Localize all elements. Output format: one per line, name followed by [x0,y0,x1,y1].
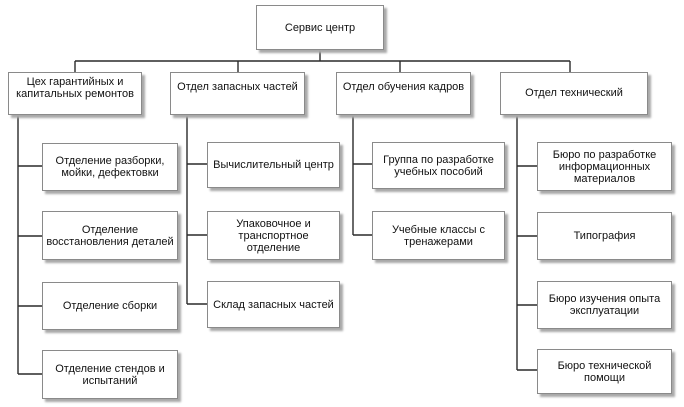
root-label: Сервис центр [284,21,356,34]
unit-label-1-1: Упаковочное и транспортное отделение [236,217,311,254]
unit-box-1-2: Склад запасных частей [207,281,340,328]
unit-box-0-1: Отделение восстановления деталей [42,211,178,260]
unit-label-1-0: Вычислительный центр [213,159,334,171]
unit-box-0-0: Отделение разборки, мойки, дефектовки [42,143,178,191]
unit-label-3-1: Типография [573,230,636,242]
unit-box-1-1: Упаковочное и транспортное отделение [207,211,340,260]
unit-label-1-2: Склад запасных частей [213,298,334,311]
unit-box-3-3: Бюро технической помощи [537,349,672,394]
unit-label-0-2: Отделение сборки [62,300,158,312]
unit-label-3-0: Бюро по разработке информационных матери… [552,148,657,185]
dept-box-0: Цех гарантийных и капитальных ремонтов [8,72,142,115]
unit-box-3-1: Типография [537,212,672,260]
unit-box-3-2: Бюро изучения опыта эксплуатации [537,281,672,329]
unit-label-3-3: Бюро технической помощи [557,359,652,384]
unit-box-1-0: Вычислительный центр [207,142,340,188]
unit-box-2-1: Учебные классы с тренажерами [372,211,505,260]
root-box: Сервис центр [256,5,384,50]
unit-label-2-1: Учебные классы с тренажерами [391,223,486,248]
unit-label-2-0: Группа по разработке учебных пособий [383,153,494,178]
dept-label-1: Отдел запасных частей [177,81,298,93]
unit-box-3-0: Бюро по разработке информационных матери… [537,142,672,191]
dept-box-1: Отдел запасных частей [170,72,305,115]
unit-label-0-0: Отделение разборки, мойки, дефектовки [55,155,165,179]
unit-box-0-2: Отделение сборки [42,282,178,330]
unit-label-0-1: Отделение восстановления деталей [46,223,174,248]
dept-label-3: Отдел технический [525,87,623,99]
unit-box-2-0: Группа по разработке учебных пособий [372,142,505,189]
dept-label-2: Отдел обучения кадров [342,81,465,93]
dept-box-3: Отдел технический [500,72,648,115]
unit-label-0-3: Отделение стендов и испытаний [55,362,165,387]
dept-box-2: Отдел обучения кадров [336,72,471,115]
unit-box-0-3: Отделение стендов и испытаний [42,350,178,399]
dept-label-0: Цех гарантийных и капитальных ремонтов [16,76,134,100]
unit-label-3-2: Бюро изучения опыта эксплуатации [548,293,661,317]
